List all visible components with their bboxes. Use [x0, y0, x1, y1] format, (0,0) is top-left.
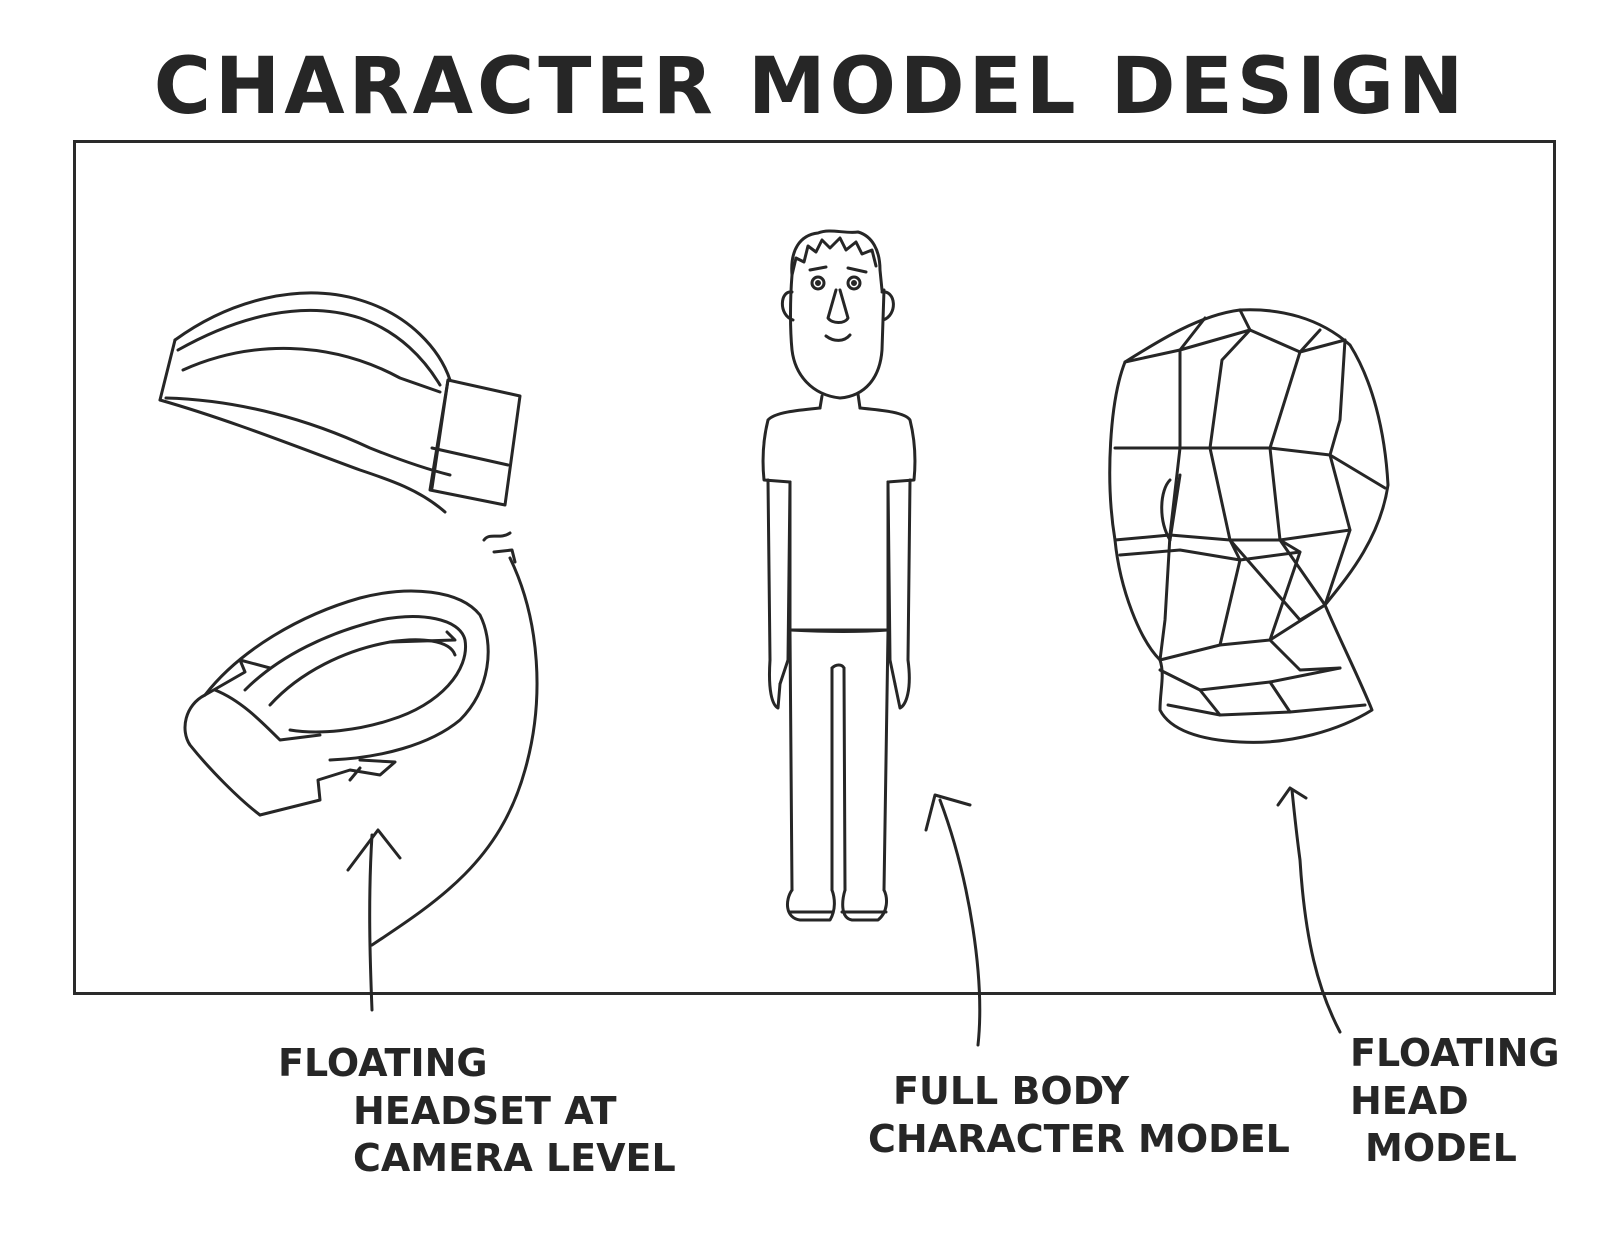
- caption-floating-headset: FLOATING HEADSET AT CAMERA LEVEL: [278, 1040, 676, 1183]
- headset-bottom-sketch: [185, 591, 488, 815]
- caption-line: CHARACTER MODEL: [868, 1116, 1290, 1164]
- character-figure-sketch: [763, 231, 915, 920]
- caption-line: MODEL: [1350, 1125, 1560, 1173]
- caption-line: CAMERA LEVEL: [278, 1135, 676, 1183]
- wireframe-head-sketch: [1110, 310, 1388, 743]
- caption-line: FULL BODY: [868, 1068, 1290, 1116]
- headset-top-sketch: [160, 293, 520, 512]
- caption-line: HEAD: [1350, 1078, 1560, 1126]
- caption-full-body: FULL BODY CHARACTER MODEL: [868, 1068, 1290, 1163]
- caption-line: HEADSET AT: [278, 1088, 676, 1136]
- caption-line: FLOATING: [278, 1040, 676, 1088]
- caption-floating-head: FLOATING HEAD MODEL: [1350, 1030, 1560, 1173]
- caption-line: FLOATING: [1350, 1030, 1560, 1078]
